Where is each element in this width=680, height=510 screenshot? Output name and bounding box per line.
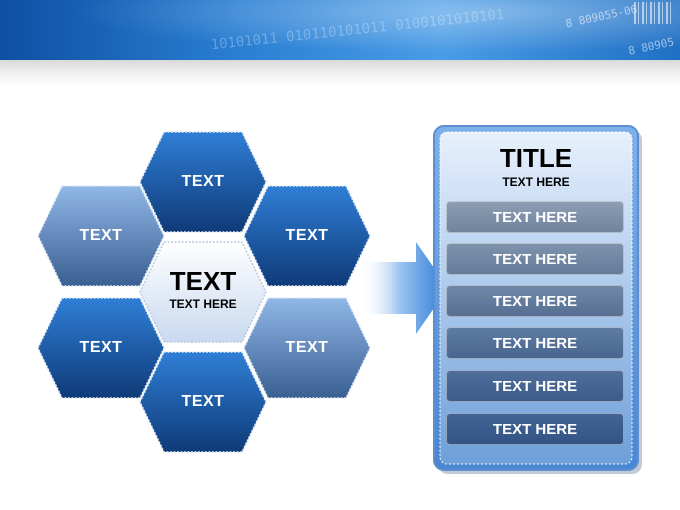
header-shadow-bar	[0, 60, 680, 88]
hexagon-lower-left: TEXT	[36, 296, 166, 400]
hexagon-center-title: TEXT	[169, 266, 237, 296]
panel-item-6: TEXT HERE	[446, 413, 624, 445]
hexagon-upper-right: TEXT	[242, 184, 372, 288]
hexagon-bottom-label: TEXT	[181, 393, 225, 410]
panel-item-3: TEXT HERE	[446, 285, 624, 317]
title-panel: TITLE TEXT HERE TEXT HERE TEXT HERE TEXT…	[434, 126, 638, 470]
banner-glow	[0, 0, 680, 60]
hexagon-lower-right-label: TEXT	[285, 339, 329, 356]
flow-arrow	[360, 242, 448, 334]
hexagon-lower-left-label: TEXT	[79, 339, 123, 356]
hexagon-top-label: TEXT	[181, 173, 225, 190]
panel-item-1: TEXT HERE	[446, 201, 624, 233]
hexagon-upper-right-label: TEXT	[285, 227, 329, 244]
panel-item-4: TEXT HERE	[446, 327, 624, 359]
panel-subtitle: TEXT HERE	[502, 175, 570, 189]
panel-item-5: TEXT HERE	[446, 370, 624, 402]
hexagon-upper-left-label: TEXT	[79, 227, 123, 244]
hexagon-lower-right: TEXT	[242, 296, 372, 400]
header-banner: 10101011 010110101011 0100101010101 8 80…	[0, 0, 680, 60]
barcode-graphic	[634, 2, 674, 24]
hexagon-upper-left: TEXT	[36, 184, 166, 288]
hexagon-center: TEXT TEXT HERE	[138, 240, 268, 344]
panel-title: TITLE	[499, 143, 573, 173]
hexagon-center-subtitle: TEXT HERE	[169, 297, 237, 311]
hexagon-top: TEXT	[138, 130, 268, 234]
panel-item-2: TEXT HERE	[446, 243, 624, 275]
hexagon-bottom: TEXT	[138, 350, 268, 454]
